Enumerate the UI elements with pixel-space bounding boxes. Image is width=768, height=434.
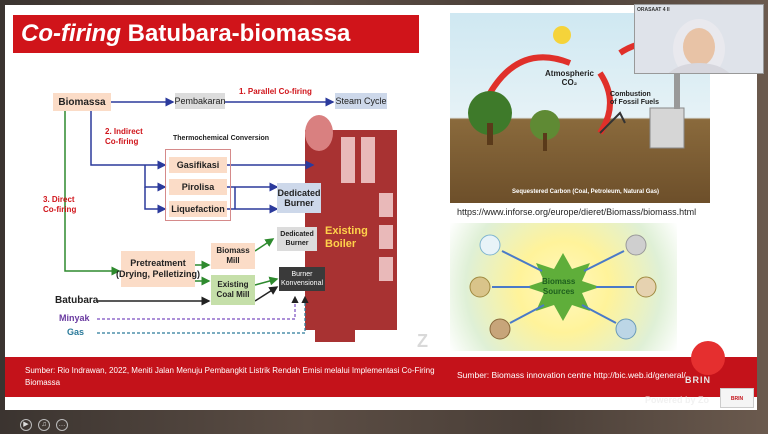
node-pirolisa: Pirolisa	[169, 179, 227, 195]
node-burner-konvensional: Burner Konvensional	[279, 267, 325, 291]
label-direct-cofiring: 3. Direct Co-firing	[43, 195, 77, 214]
volume-icon[interactable]: ♫	[38, 419, 50, 431]
node-liquefaction: Liquefaction	[169, 201, 227, 217]
corner-logo: BRIN	[720, 388, 754, 408]
presentation-slide: Co-firing Batubara-biomassa	[5, 5, 757, 410]
label-parallel-cofiring: 1. Parallel Co-firing	[239, 87, 312, 96]
powered-by-text: Powered by Zo	[645, 395, 710, 405]
node-pembakaran: Pembakaran	[174, 93, 226, 109]
brin-logo-icon	[691, 341, 725, 375]
slide-title: Co-firing Batubara-biomassa	[13, 15, 419, 53]
label-gas: Gas	[67, 327, 85, 337]
label-sequestered-carbon: Sequestered Carbon (Coal, Petroleum, Nat…	[512, 189, 660, 195]
tree-icon	[468, 91, 512, 135]
label-batubara: Batubara	[55, 295, 99, 306]
factory-icon	[649, 107, 685, 149]
source-citation-left: Sumber: Rio Indrawan, 2022, Meniti Jalan…	[25, 366, 435, 387]
oil-pump-icon	[599, 111, 626, 134]
settings-icon[interactable]: …	[56, 419, 68, 431]
label-minyak: Minyak	[59, 313, 90, 323]
starburst-icon	[526, 253, 600, 321]
biomass-sources-image: Biomass Sources	[450, 223, 677, 351]
brin-logo-text: BRIN	[685, 375, 711, 385]
label-existing-boiler: Existing Boiler	[325, 225, 368, 250]
label-thermochemical: Thermochemical Conversion	[173, 135, 270, 142]
slide-title-italic: Co-firing	[21, 20, 121, 47]
node-gasifikasi: Gasifikasi	[169, 157, 227, 173]
node-dedicated-burner-2: Dedicated Burner	[277, 227, 317, 251]
participant-avatar	[668, 19, 730, 73]
source-bar	[5, 357, 757, 397]
zoom-watermark: Z	[417, 331, 428, 351]
sun-icon	[553, 26, 571, 44]
label-combustion: Combustion of Fossil Fuels	[610, 91, 660, 106]
diagram-arrows	[64, 97, 397, 342]
source-citation-right: Sumber: Biomass innovation centre http:/…	[457, 370, 686, 380]
biomass-sources-illustration	[469, 234, 657, 340]
label-atmospheric-co2: Atmospheric CO₂	[545, 69, 594, 87]
node-existing-coal-mill: Existing Coal Mill	[211, 275, 255, 305]
video-banner-text: ORASAAT 4 II	[637, 7, 670, 13]
node-biomass-mill: Biomass Mill	[211, 243, 255, 269]
thermochemical-box	[165, 149, 231, 221]
participant-video[interactable]: ORASAAT 4 II	[634, 4, 764, 74]
media-controls: ▶ ♫ …	[0, 416, 130, 434]
cofiring-diagram: Biomassa Pembakaran 1. Parallel Co-firin…	[15, 75, 440, 347]
source-url-inforse: https://www.inforse.org/europe/dieret/Bi…	[457, 207, 697, 217]
node-biomassa: Biomassa	[53, 93, 111, 111]
node-steam-cycle: Steam Cycle	[335, 93, 387, 109]
node-dedicated-burner: Dedicated Burner	[277, 183, 321, 213]
label-biomass-sources: Biomass Sources	[542, 277, 576, 296]
slide-title-rest: Batubara-biomassa	[120, 20, 351, 47]
play-icon[interactable]: ▶	[20, 419, 32, 431]
node-pretreatment: Pretreatment (Drying, Pelletizing)	[116, 251, 200, 287]
label-indirect-cofiring: 2. Indirect Co-firing	[105, 127, 143, 146]
